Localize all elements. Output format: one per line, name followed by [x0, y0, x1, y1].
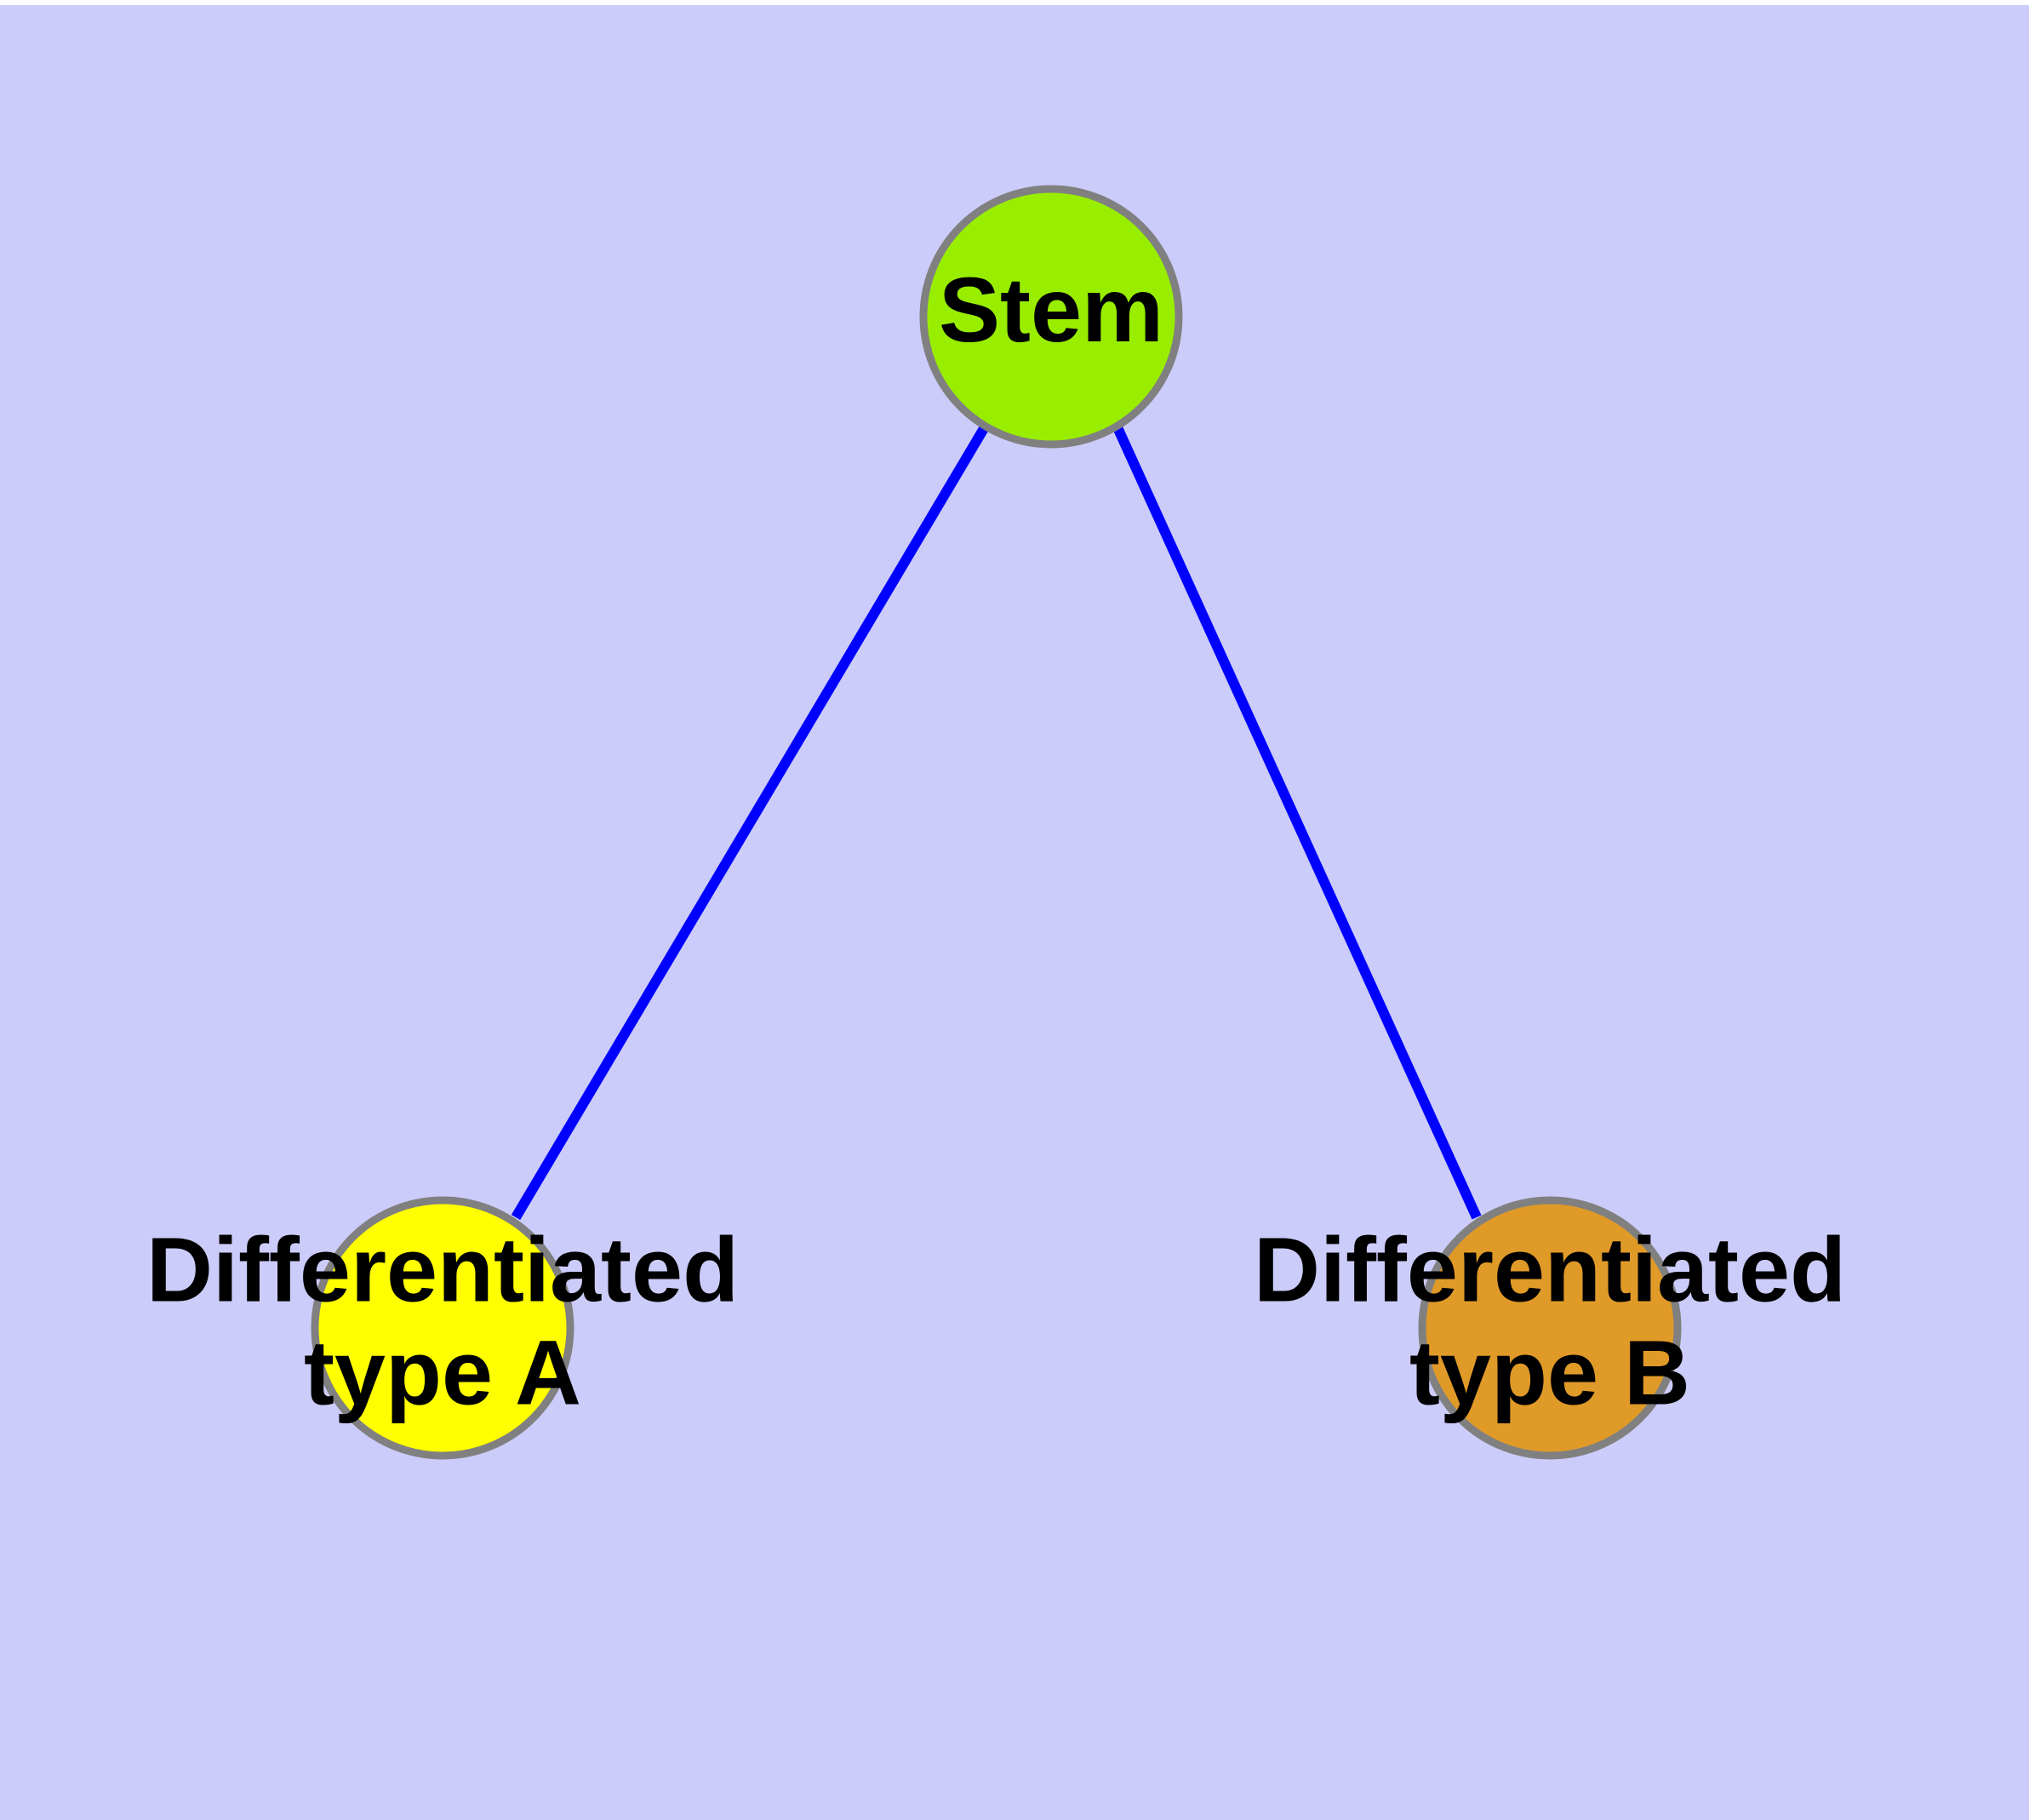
- node-label-line: Differentiated: [1254, 1217, 1846, 1320]
- node-label-line: type A: [304, 1320, 581, 1423]
- node-stem[interactable]: Stem: [919, 185, 1183, 449]
- node-differentiated-type-b-circle[interactable]: [1418, 1196, 1682, 1460]
- canvas-top-margin: [0, 0, 2029, 5]
- node-label-line: Differentiated: [146, 1217, 739, 1320]
- node-label-line: type B: [1409, 1320, 1690, 1423]
- edge-stem-to-differentiated-type-a[interactable]: [511, 422, 991, 1221]
- node-stem-label: Stem: [939, 258, 1163, 361]
- node-differentiated-type-a-circle[interactable]: [311, 1196, 574, 1460]
- node-label-line: Stem: [939, 258, 1163, 361]
- edge-stem-to-differentiated-type-b[interactable]: [1112, 423, 1482, 1220]
- node-stem-circle[interactable]: [919, 185, 1183, 449]
- edges-layer: [511, 422, 1482, 1221]
